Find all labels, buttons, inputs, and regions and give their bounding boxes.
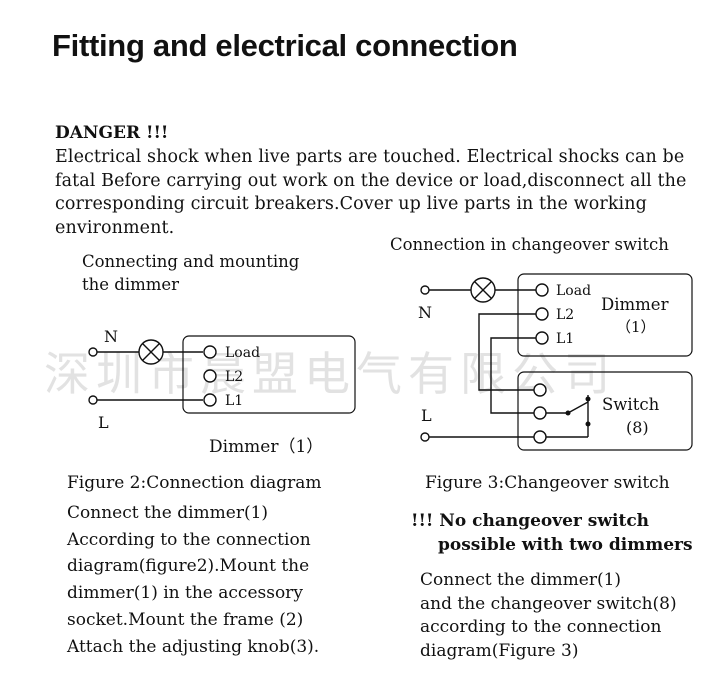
- fig3-warning-line1: !!! No changeover switch: [411, 511, 650, 531]
- fig2-instruction-line: diagram(figure2).Mount the: [67, 556, 310, 577]
- fig2-l2-terminal: [203, 369, 217, 383]
- fig3-l1-terminal: [535, 331, 549, 345]
- fig3-instruction-line: according to the connection: [420, 617, 662, 637]
- fig3-l-label: L: [421, 406, 432, 425]
- fig3-instruction-line: diagram(Figure 3): [420, 640, 579, 661]
- fig3-lamp-icon: [470, 277, 496, 303]
- fig3-section-heading: Connection in changeover switch: [390, 235, 669, 254]
- fig3-switch-terminal-3: [533, 430, 547, 444]
- fig2-instruction-line: socket.Mount the frame (2): [67, 609, 304, 630]
- fig2-dimmer-box: [182, 335, 356, 414]
- figure3-diagram: N L Load L2 L1 Dimmer （1） Switch (8): [418, 273, 693, 451]
- fig3-load-terminal: [535, 283, 549, 297]
- fig2-l1-label: L1: [225, 393, 243, 409]
- danger-heading: DANGER !!!: [55, 123, 169, 143]
- fig3-dimmer-box: [517, 273, 693, 357]
- fig3-l2-terminal: [535, 307, 549, 321]
- fig3-l2-label: L2: [556, 307, 574, 323]
- fig3-switch-terminal-2: [533, 406, 547, 420]
- fig3-caption: Figure 3:Changeover switch: [425, 473, 670, 493]
- page-title: Fitting and electrical connection: [52, 28, 518, 63]
- fig3-n-terminal: [420, 285, 430, 295]
- fig3-switch-number: (8): [626, 418, 649, 437]
- fig2-l1-terminal: [203, 393, 217, 407]
- figure2-diagram: N L Load L2 L1: [88, 327, 356, 432]
- fig2-caption: Figure 2:Connection diagram: [67, 473, 322, 493]
- fig2-l2-label: L2: [225, 369, 243, 385]
- fig3-dimmer-label: Dimmer: [601, 295, 669, 314]
- fig3-instruction-line: Connect the dimmer(1): [420, 570, 622, 590]
- fig3-instructions: Connect the dimmer(1) and the changeover…: [420, 569, 677, 663]
- fig2-instruction-line: Attach the adjusting knob(3).: [67, 636, 320, 657]
- fig3-switch-label: Switch: [602, 395, 660, 414]
- fig2-l-label: L: [98, 413, 109, 432]
- fig3-switch-contact: [546, 395, 591, 438]
- fig3-switch-terminal-1: [533, 383, 547, 397]
- fig3-switch-box: [517, 371, 693, 451]
- fig2-section-heading-line1: Connecting and mounting: [82, 252, 300, 271]
- fig2-section-heading-line2: the dimmer: [82, 275, 180, 294]
- danger-description: Electrical shock when live parts are tou…: [55, 147, 687, 238]
- fig2-load-label: Load: [225, 345, 260, 361]
- fig2-instruction-line: dimmer(1) in the accessory: [67, 583, 303, 604]
- fig3-l1-label: L1: [556, 331, 574, 347]
- fig3-warning-line2: possible with two dimmers: [438, 535, 693, 555]
- fig2-n-label: N: [104, 327, 118, 346]
- fig2-n-terminal: [88, 347, 98, 357]
- fig3-instruction-line: and the changeover switch(8): [420, 593, 677, 614]
- fig2-dimmer-label: Dimmer（1）: [209, 437, 324, 457]
- fig2-lamp-icon: [138, 339, 164, 365]
- fig2-instructions: Connect the dimmer(1) According to the c…: [67, 500, 319, 660]
- fig3-load-label: Load: [556, 283, 591, 299]
- fig3-dimmer-number: （1）: [616, 318, 656, 336]
- fig2-instruction-line: Connect the dimmer(1): [67, 503, 269, 523]
- fig3-n-label: N: [418, 303, 432, 322]
- fig2-l-terminal: [88, 395, 98, 405]
- fig2-instruction-line: According to the connection: [67, 529, 311, 550]
- fig2-load-terminal: [203, 345, 217, 359]
- fig3-l-terminal: [420, 432, 430, 442]
